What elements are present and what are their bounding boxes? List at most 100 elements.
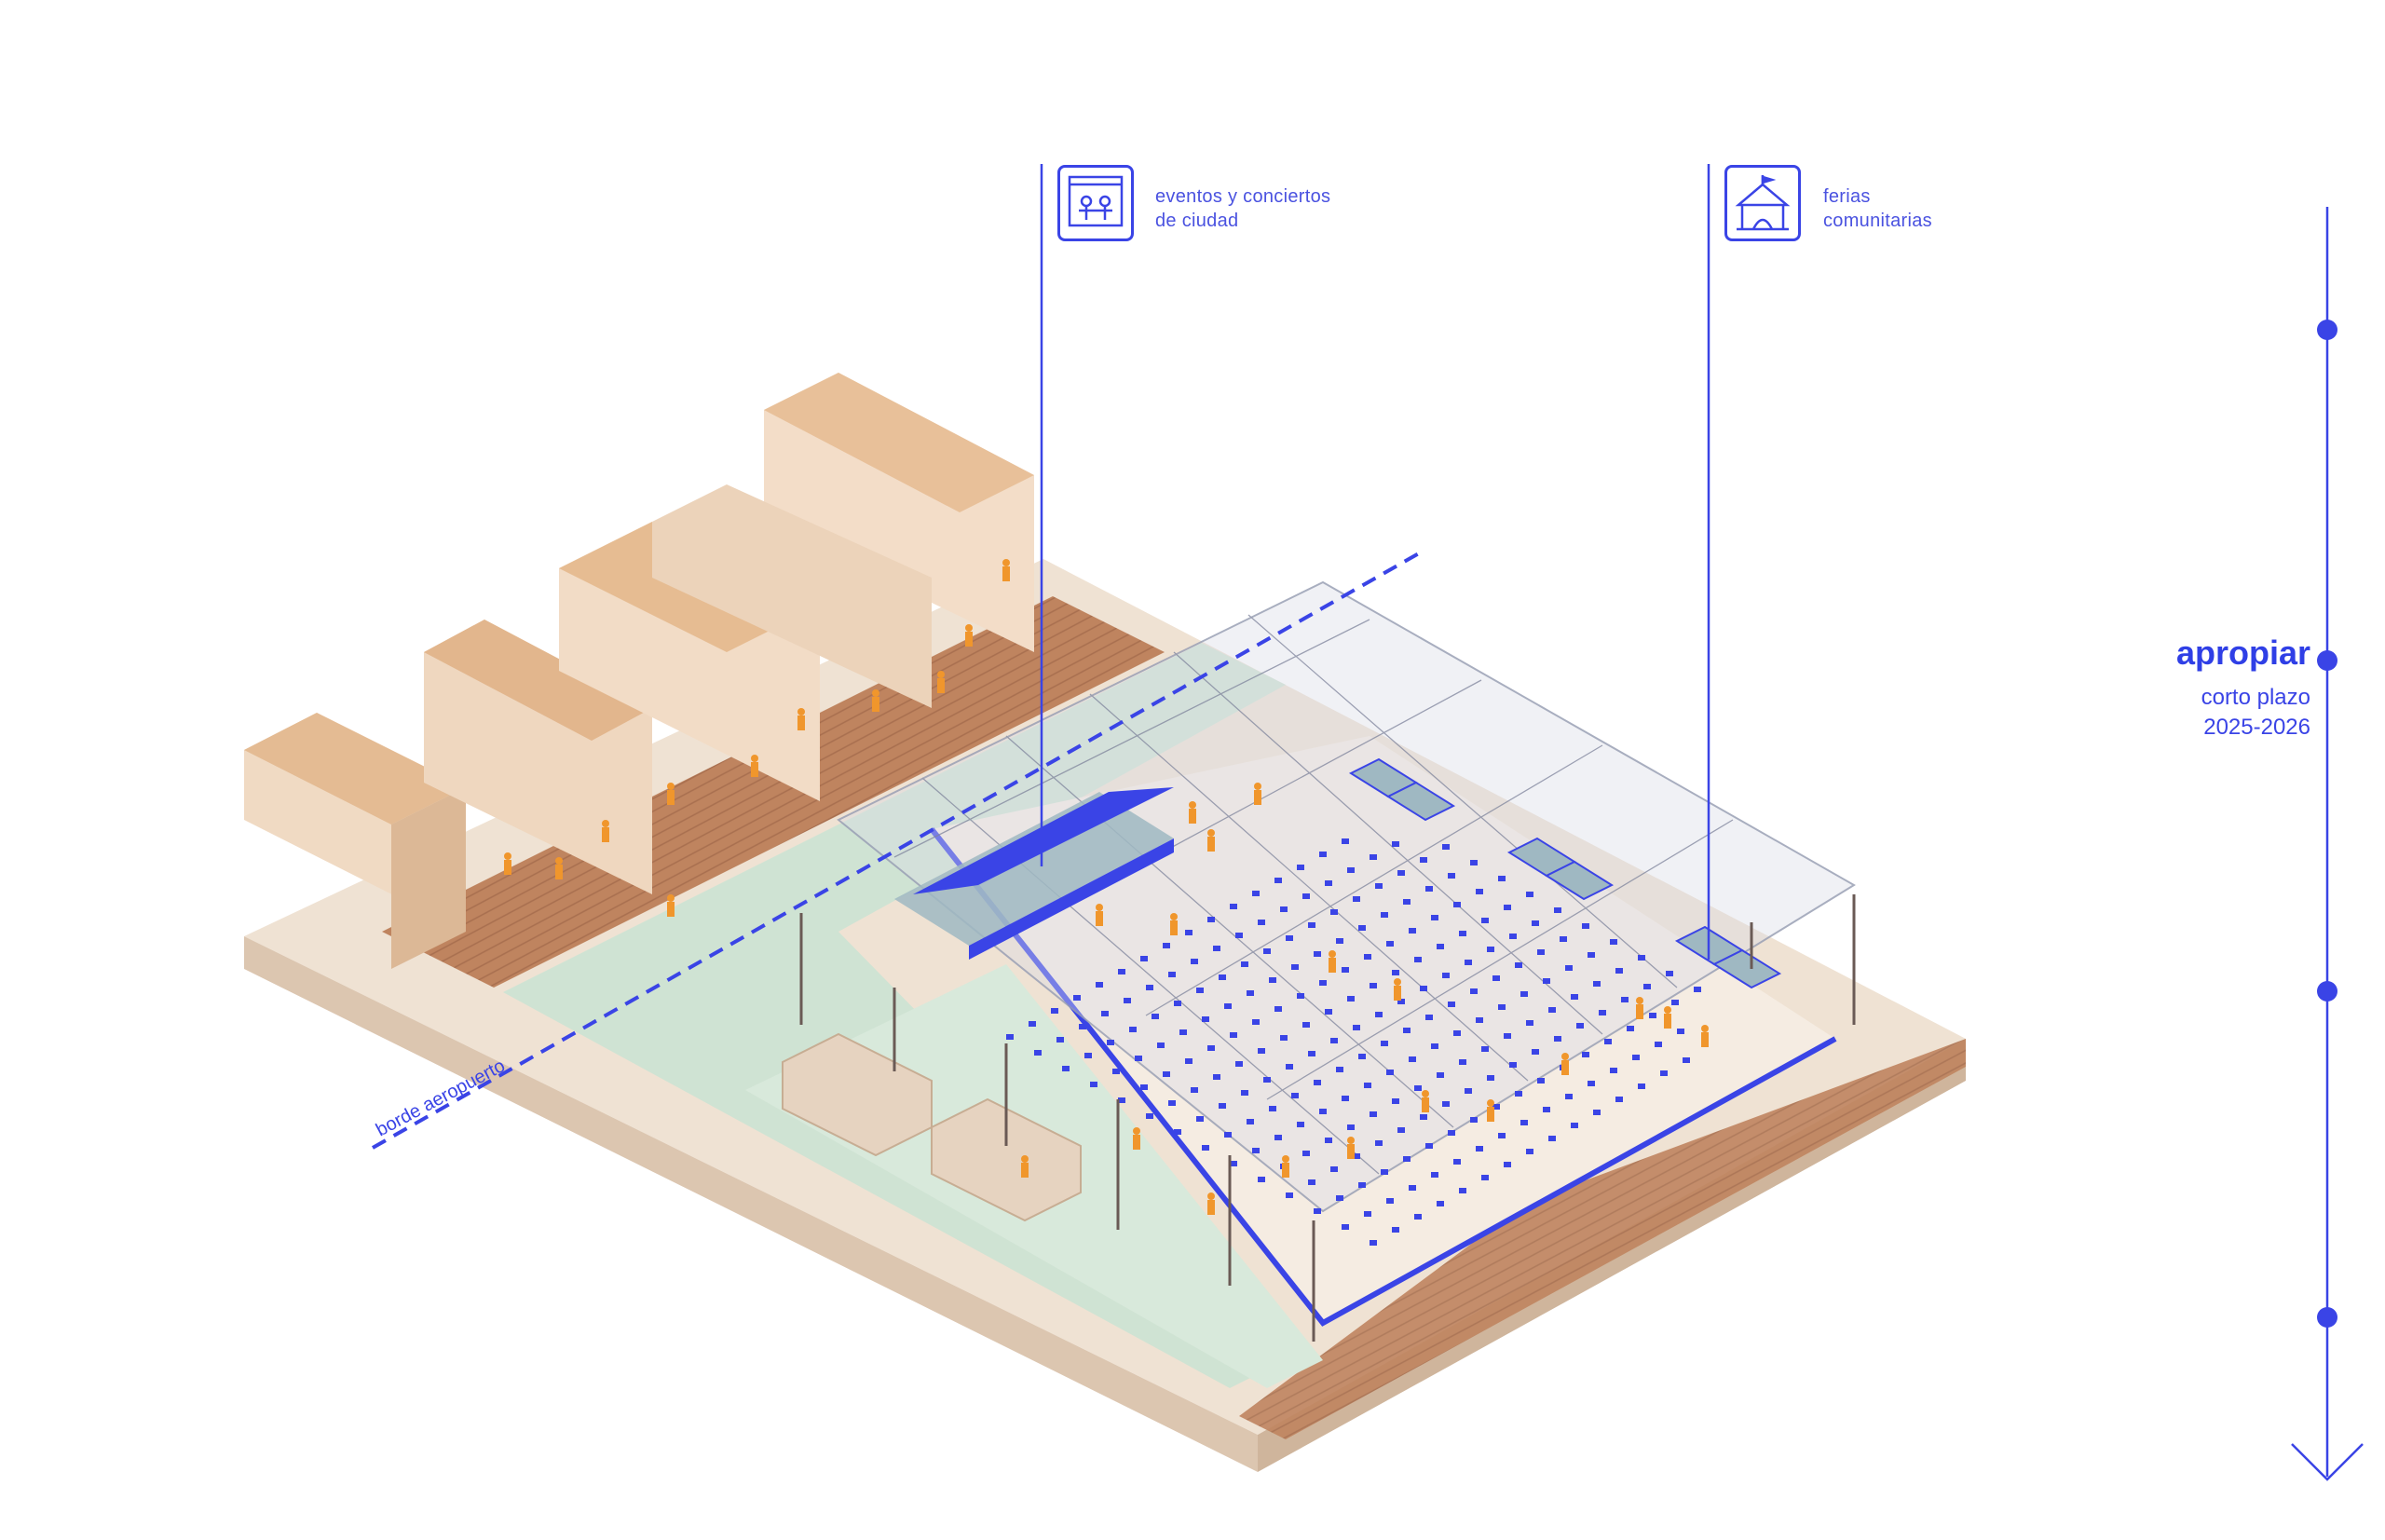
person-figure xyxy=(1422,1090,1429,1112)
chair xyxy=(1481,1046,1489,1052)
chair xyxy=(1615,1097,1623,1102)
chair xyxy=(1632,1055,1640,1060)
chair xyxy=(1442,844,1450,850)
chair xyxy=(1342,1096,1349,1101)
chair xyxy=(1554,907,1561,913)
chair xyxy=(1548,1136,1556,1141)
chair xyxy=(1286,1064,1293,1070)
person-figure xyxy=(1329,950,1336,973)
chair xyxy=(1258,1048,1265,1054)
timeline xyxy=(2291,207,2364,1481)
chair xyxy=(1375,1012,1383,1017)
person-figure xyxy=(1664,1006,1671,1029)
chair xyxy=(1660,1070,1668,1076)
chair xyxy=(1291,964,1299,970)
chair xyxy=(1219,974,1226,980)
chair xyxy=(1392,1098,1399,1104)
chair xyxy=(1319,980,1327,986)
chair xyxy=(1487,947,1494,952)
airport-edge-line xyxy=(372,548,1426,1150)
person-figure xyxy=(555,857,563,879)
chair xyxy=(1409,1056,1416,1062)
chair xyxy=(1420,857,1427,863)
person-figure xyxy=(667,894,675,917)
chair xyxy=(1370,983,1377,988)
chair xyxy=(1364,954,1371,960)
chair xyxy=(1146,1113,1153,1119)
chair xyxy=(1520,991,1528,997)
chair xyxy=(1437,944,1444,949)
chair xyxy=(1302,1151,1310,1156)
chair xyxy=(1509,934,1517,939)
person-figure xyxy=(602,820,609,842)
chair xyxy=(1504,1162,1511,1167)
chair xyxy=(1090,1082,1097,1087)
person-figure xyxy=(1002,559,1010,581)
chair xyxy=(1258,920,1265,925)
chair xyxy=(1330,1166,1338,1172)
chair xyxy=(1392,970,1399,975)
chair xyxy=(1409,928,1416,934)
chair xyxy=(1297,1122,1304,1127)
person-figure xyxy=(1096,904,1103,926)
chair xyxy=(1683,1057,1690,1063)
person-figure xyxy=(1282,1155,1289,1178)
chair xyxy=(1118,969,1125,974)
chair xyxy=(1554,1036,1561,1042)
chair xyxy=(1498,1133,1506,1138)
person-figure xyxy=(1394,978,1401,1001)
chair xyxy=(1235,933,1243,938)
chair xyxy=(1347,996,1355,1002)
chair xyxy=(1459,931,1466,936)
chair xyxy=(1448,1002,1455,1007)
phase-years: 2025-2026 xyxy=(2203,715,2310,740)
chair xyxy=(1235,1061,1243,1067)
seat-grid xyxy=(1006,838,1701,1246)
chair xyxy=(1476,1017,1483,1023)
buildings-row xyxy=(244,373,1034,969)
chair xyxy=(1280,906,1288,912)
chair xyxy=(1168,1100,1176,1106)
chair xyxy=(1241,1090,1248,1096)
chair xyxy=(1146,985,1153,990)
chair xyxy=(1560,936,1567,942)
chair xyxy=(1196,1116,1204,1122)
chair xyxy=(1386,1198,1394,1204)
chair xyxy=(1649,1013,1656,1018)
chair xyxy=(1453,902,1461,907)
chair xyxy=(1112,1069,1120,1074)
chair xyxy=(1431,915,1438,920)
chair xyxy=(1392,1227,1399,1233)
chair xyxy=(1504,905,1511,910)
chair xyxy=(1207,1045,1215,1051)
chair xyxy=(1381,1041,1388,1046)
chair xyxy=(1604,1039,1612,1044)
chair xyxy=(1414,957,1422,962)
chair xyxy=(1370,1240,1377,1246)
chair xyxy=(1498,1004,1506,1010)
chair xyxy=(1397,870,1405,876)
chair xyxy=(1140,956,1148,961)
chair xyxy=(1252,891,1260,896)
person-figure xyxy=(751,755,758,777)
timeline-stop xyxy=(2317,320,2337,340)
phase-title: apropiar xyxy=(2175,634,2310,672)
chair xyxy=(1543,978,1550,984)
chair xyxy=(1124,998,1131,1003)
chair xyxy=(1179,1029,1187,1035)
chair xyxy=(1481,1175,1489,1180)
chair xyxy=(1615,968,1623,974)
chair xyxy=(1677,1029,1684,1034)
chair xyxy=(1470,988,1478,994)
person-figure xyxy=(1207,829,1215,852)
timeline-arrow-icon xyxy=(2291,1443,2364,1481)
chair xyxy=(1140,1084,1148,1090)
chair xyxy=(1425,1143,1433,1149)
chair xyxy=(1174,1129,1181,1135)
stage xyxy=(894,787,1174,960)
chair xyxy=(1364,1211,1371,1217)
street xyxy=(382,596,1966,1439)
person-figure xyxy=(1021,1155,1029,1178)
callout-fairs-line2: comunitarias xyxy=(1823,211,1932,231)
timeline-stop xyxy=(2317,981,2337,1002)
